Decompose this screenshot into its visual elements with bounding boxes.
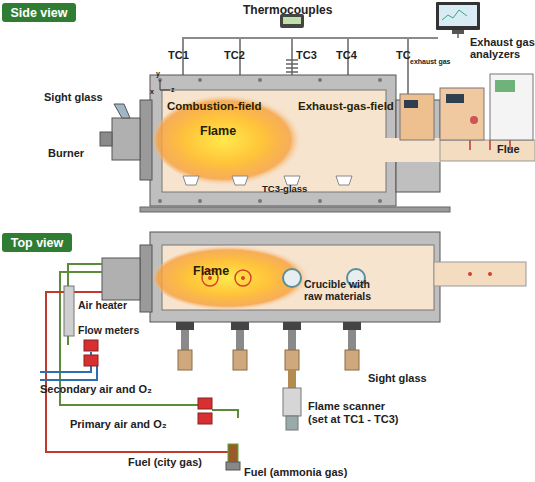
flame-label: Flame (200, 125, 236, 139)
axis-label: y (156, 70, 160, 78)
line-label: Primary air and O₂ (70, 418, 167, 430)
thermocouple-label: TC1 (168, 49, 189, 61)
zone-label: Exhaust-gas-field (298, 100, 394, 113)
thermocouple-label: TC3 (296, 49, 317, 61)
part-label: Flame scanner (308, 400, 385, 412)
line-label: Fuel (city gas) (128, 456, 202, 468)
view-tab: Side view (2, 3, 76, 22)
view-tab: Top view (2, 233, 72, 252)
part-label: Flue (497, 143, 520, 155)
axis-label: x (150, 88, 154, 96)
axis-label: z (171, 86, 175, 94)
line-label: Secondary air and O₂ (40, 383, 152, 395)
zone-label: Combustion-field (167, 100, 262, 113)
node-text: Top view (11, 236, 64, 250)
node-text: Side view (11, 6, 68, 20)
equipment-label: Exhaust gas analyzers (470, 36, 535, 60)
part-label: Sight glass (44, 91, 103, 103)
part-label: Crucible with raw materials (304, 279, 390, 302)
heading-label: Thermocouples (243, 4, 332, 17)
flame-label: Flame (193, 265, 229, 279)
part-label: Flow meters (78, 325, 139, 337)
part-label: Sight glass (368, 372, 427, 384)
part-label: Air heater (78, 300, 127, 312)
part-label: Burner (48, 147, 84, 159)
thermocouple-label: TC4 (336, 49, 357, 61)
part-label: (set at TC1 - TC3) (308, 413, 398, 425)
thermocouple-subscript: exhaust gas (410, 58, 450, 66)
part-label: TC3-glass (262, 184, 307, 194)
thermocouple-label: TC (396, 49, 411, 61)
thermocouple-label: TC2 (224, 49, 245, 61)
line-label: Fuel (ammonia gas) (244, 466, 347, 478)
